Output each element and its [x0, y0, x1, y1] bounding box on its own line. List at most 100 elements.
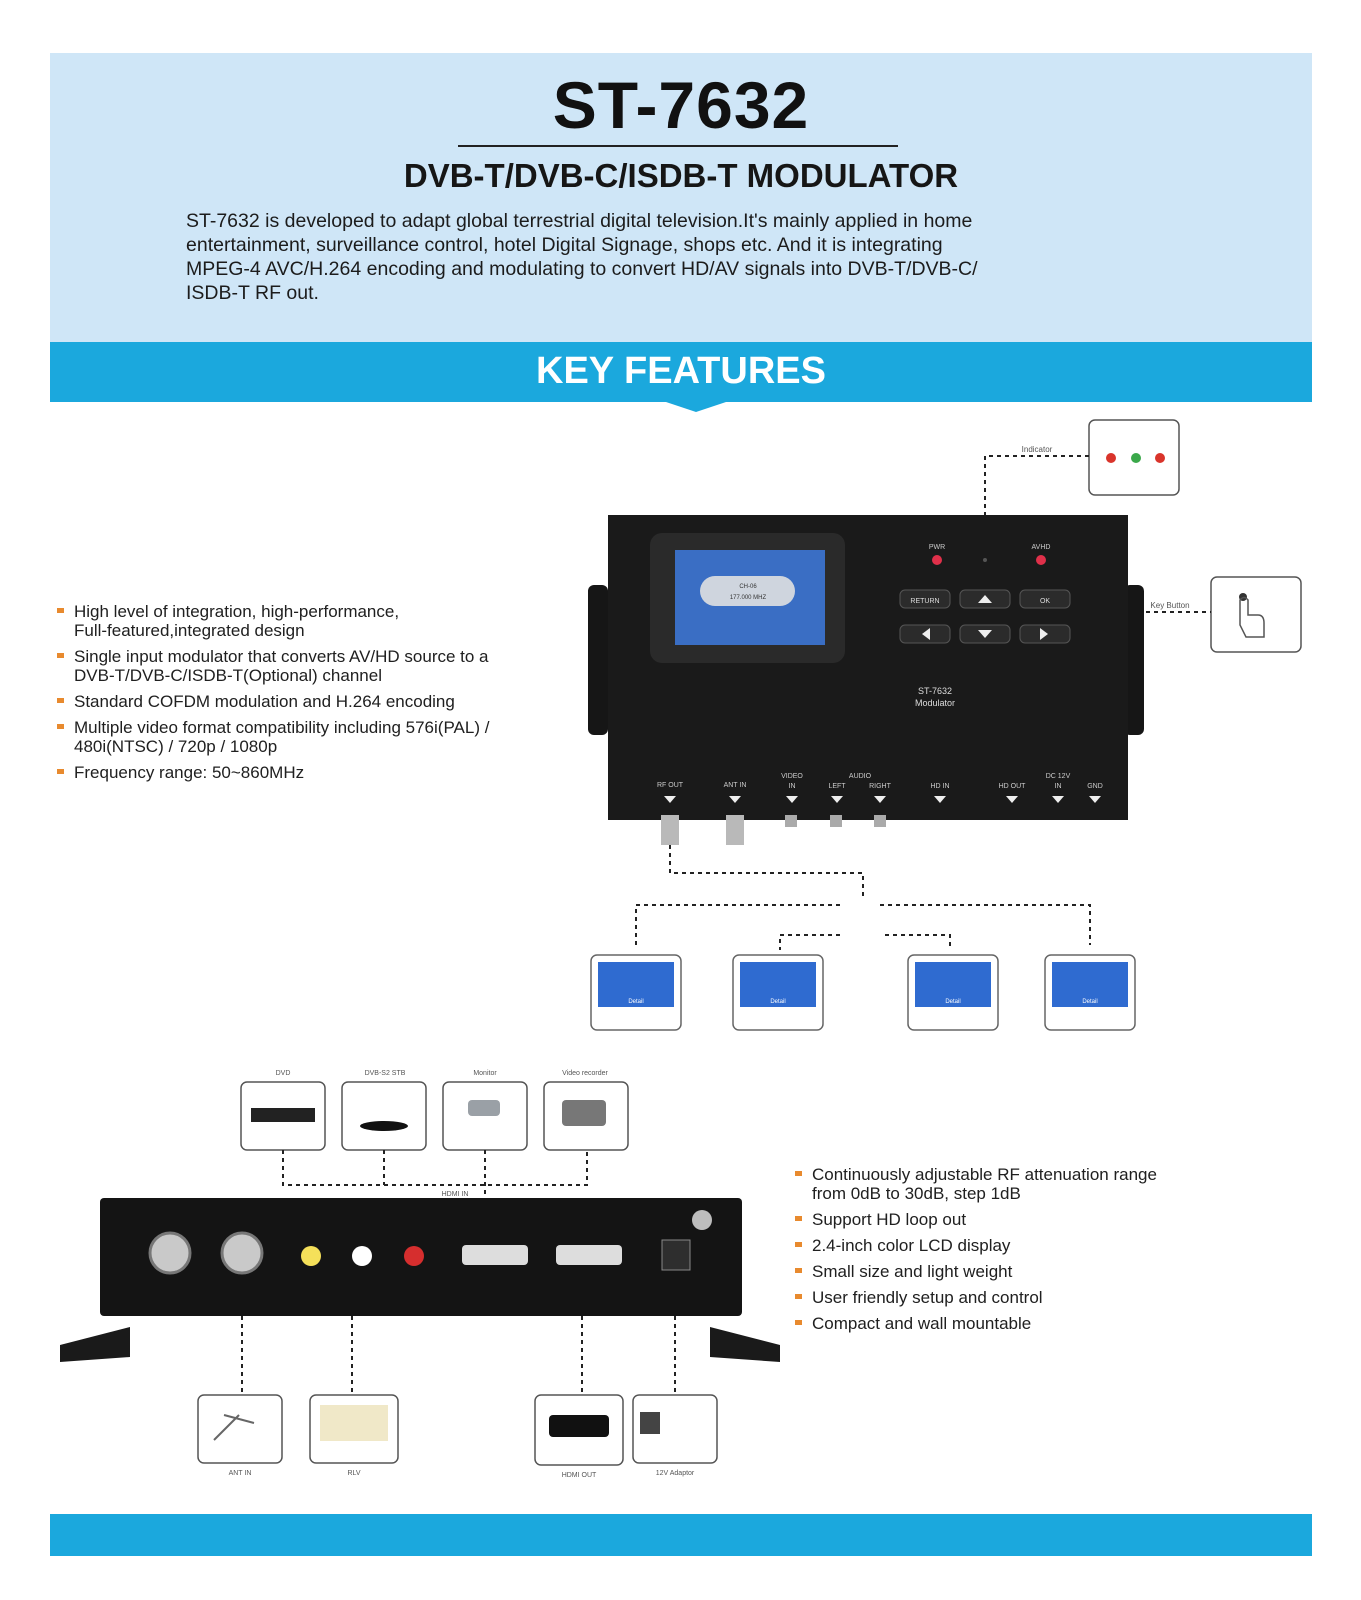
port-label: GND [1087, 783, 1103, 790]
output-lines [241, 1316, 676, 1395]
antenna-icon [213, 1414, 255, 1441]
set-top-box-icon [360, 1121, 408, 1131]
bullet-icon [795, 1171, 802, 1176]
bullet-icon [795, 1242, 802, 1247]
ant-in-label: ANT IN [229, 1470, 252, 1477]
feature-item: Support HD loop out [790, 1210, 1250, 1229]
pwr-label: PWR [929, 544, 945, 551]
indicator-callout: Indicator [984, 419, 1180, 540]
tv-icon: Detail [590, 954, 682, 1031]
bullet-icon [57, 769, 64, 774]
hdmi-in-port-icon [462, 1245, 528, 1265]
bullet-icon [57, 653, 64, 658]
rf-distribution-lines [635, 845, 1091, 950]
red-led-icon [1106, 453, 1116, 463]
camera-icon [468, 1100, 500, 1116]
audio-right-rca-icon [404, 1246, 424, 1266]
lcd-channel: CH-06 [739, 584, 757, 590]
intro-line: ISDB-T RF out. [186, 282, 319, 304]
finger-touch-icon [1239, 596, 1265, 638]
key-features-title: KEY FEATURES [536, 350, 826, 392]
port-label: IN [1055, 783, 1062, 790]
bullet-icon [795, 1294, 802, 1299]
feature-item: User friendly setup and control [790, 1288, 1250, 1307]
left-arrow-icon [922, 628, 930, 640]
intro-paragraph: ST-7632 is developed to adapt global ter… [186, 209, 1176, 305]
feature-item: Single input modulator that converts AV/… [52, 647, 572, 685]
power-adapter-icon [640, 1412, 660, 1434]
feature-item: Continuously adjustable RF attenuation r… [790, 1165, 1250, 1203]
ant-in-connector-icon [220, 1231, 264, 1275]
rlv-label: RLV [347, 1470, 360, 1477]
port-label: RF OUT [657, 782, 684, 789]
hdmi-out-label: HDMI OUT [562, 1472, 597, 1479]
rf-out-connector-icon [148, 1231, 192, 1275]
down-arrow-icon [978, 630, 992, 638]
video-rca-icon [301, 1246, 321, 1266]
adaptor-label: 12V Adaptor [656, 1470, 695, 1477]
rear-device [60, 1198, 780, 1362]
feature-list-right: Continuously adjustable RF attenuation r… [790, 1165, 1250, 1340]
svg-text:Detail: Detail [770, 999, 785, 1005]
feature-item: Small size and light weight [790, 1262, 1250, 1281]
svg-text:Detail: Detail [1082, 999, 1097, 1005]
bullet-icon [57, 608, 64, 613]
bullet-icon [57, 698, 64, 703]
bullet-icon [795, 1268, 802, 1273]
feature-item: Multiple video format compatibility incl… [52, 718, 572, 756]
svg-text:Detail: Detail [945, 999, 960, 1005]
header-band: ST-7632 DVB-T/DVB-C/ISDB-T MODULATOR ST-… [50, 53, 1312, 343]
banner-notch [666, 402, 726, 412]
feature-item: Frequency range: 50~860MHz [52, 763, 572, 782]
port-label: HD IN [930, 783, 949, 790]
rca-panel-icon [320, 1405, 388, 1441]
port-label: HD OUT [999, 783, 1027, 790]
key-features-banner: KEY FEATURES [50, 342, 1312, 412]
red-led-icon [1155, 453, 1165, 463]
audio-left-rca-icon [352, 1246, 372, 1266]
port-label: LEFT [828, 783, 846, 790]
right-arrow-icon [1040, 628, 1048, 640]
footer-band [50, 1514, 1312, 1556]
product-title: ST-7632 [552, 68, 810, 142]
product-subtitle: DVB-T/DVB-C/ISDB-T MODULATOR [403, 157, 959, 194]
svg-text:Detail: Detail [628, 999, 643, 1005]
port-label: IN [789, 783, 796, 790]
tv-icon: Detail [907, 954, 999, 1031]
feature-item: Compact and wall mountable [790, 1314, 1250, 1333]
pwr-led-icon [932, 555, 942, 565]
tv-sets: Detail Detail Detail Detail [590, 954, 1136, 1031]
keypad-callout: Key Button [1130, 576, 1302, 653]
avhd-led-icon [1036, 555, 1046, 565]
front-device-diagram: Indicator Key Button CH-06 177.000 MHZ P… [588, 419, 1302, 1031]
dvd-player-icon [251, 1108, 315, 1122]
return-button-label: RETURN [910, 598, 939, 605]
tv-icon: Detail [732, 954, 824, 1031]
port-label: RIGHT [869, 783, 892, 790]
port-label: VIDEO [781, 773, 803, 780]
ground-screw-icon [692, 1210, 712, 1230]
bullet-icon [57, 724, 64, 729]
bullet-icon [795, 1320, 802, 1325]
model-name: ST-7632 [918, 686, 952, 696]
keypad-label: Key Button [1150, 601, 1189, 610]
port-label: DC 12V [1046, 773, 1071, 780]
feature-item: 2.4-inch color LCD display [790, 1236, 1250, 1255]
indicator-label: Indicator [1022, 445, 1053, 454]
up-arrow-icon [978, 595, 992, 603]
tv-icon: Detail [1044, 954, 1136, 1031]
avhd-label: AVHD [1032, 544, 1051, 551]
port-label: AUDIO [849, 773, 872, 780]
hdmi-cable-icon [549, 1415, 609, 1437]
feature-list-left: High level of integration, high-performa… [52, 602, 572, 789]
bullet-icon [795, 1216, 802, 1221]
port-label: ANT IN [724, 782, 747, 789]
title-divider [458, 145, 898, 147]
camcorder-icon [562, 1100, 606, 1126]
hdmi-in-label: HDMI IN [442, 1191, 469, 1198]
green-led-icon [1131, 453, 1141, 463]
intro-line: ST-7632 is developed to adapt global ter… [186, 210, 973, 232]
ok-button-label: OK [1040, 598, 1050, 605]
dc-power-jack-icon [661, 1239, 691, 1271]
front-device: CH-06 177.000 MHZ PWR AVHD RETURN OK ST-… [588, 515, 1144, 845]
